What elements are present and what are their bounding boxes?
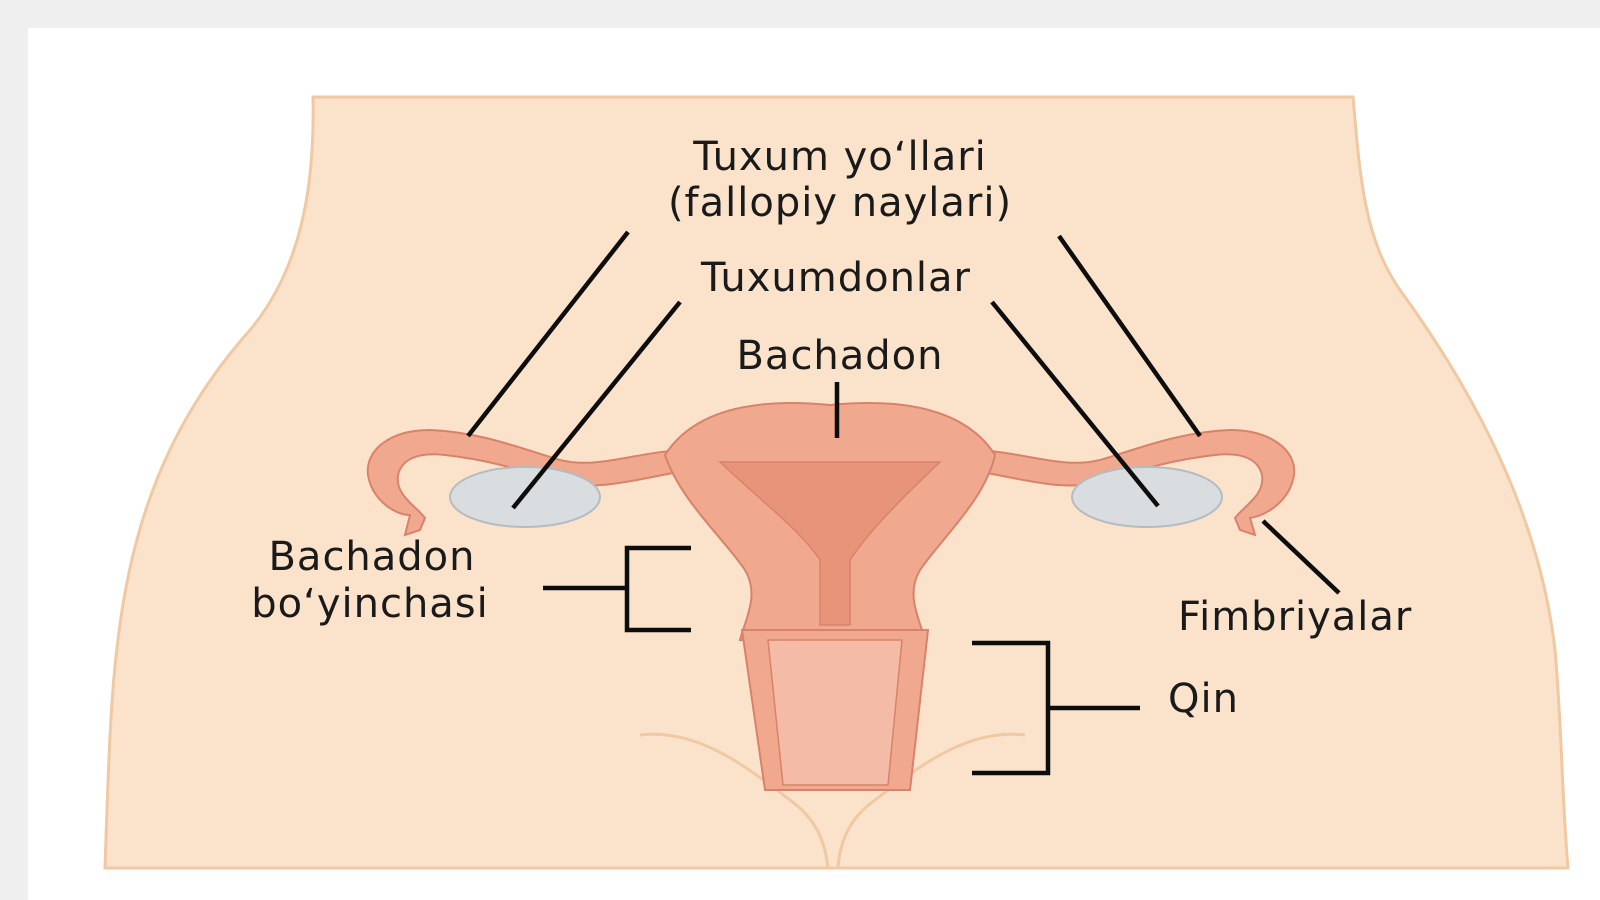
cervix-bracket	[543, 545, 691, 633]
label-cervix-line1: Bachadon	[268, 534, 475, 580]
leader-ovary-left	[511, 300, 682, 510]
vagina-bracket	[972, 640, 1140, 776]
label-fimbriae: Fimbriyalar	[1178, 594, 1412, 640]
label-uterus: Bachadon	[736, 333, 943, 379]
label-fallopian-tubes-line1: Tuxum yo‘llari	[692, 134, 987, 180]
leader-fimbriae	[1261, 519, 1341, 595]
uterine-cavity	[718, 461, 942, 626]
leader-ovary-right	[990, 300, 1160, 508]
leader-fallopian-left	[466, 230, 630, 438]
right-leg-crease	[836, 732, 1026, 869]
label-fallopian-tubes-line2: (fallopiy naylari)	[668, 180, 1012, 226]
leader-fallopian-right	[1057, 234, 1202, 438]
left-leg-crease	[639, 732, 830, 869]
right-ovary	[1071, 466, 1223, 528]
vaginal-canal	[767, 639, 903, 786]
left-ovary	[449, 466, 601, 528]
label-ovaries: Tuxumdonlar	[700, 255, 971, 301]
label-vagina: Qin	[1168, 676, 1239, 722]
label-cervix-line2: bo‘yinchasi	[251, 581, 489, 627]
